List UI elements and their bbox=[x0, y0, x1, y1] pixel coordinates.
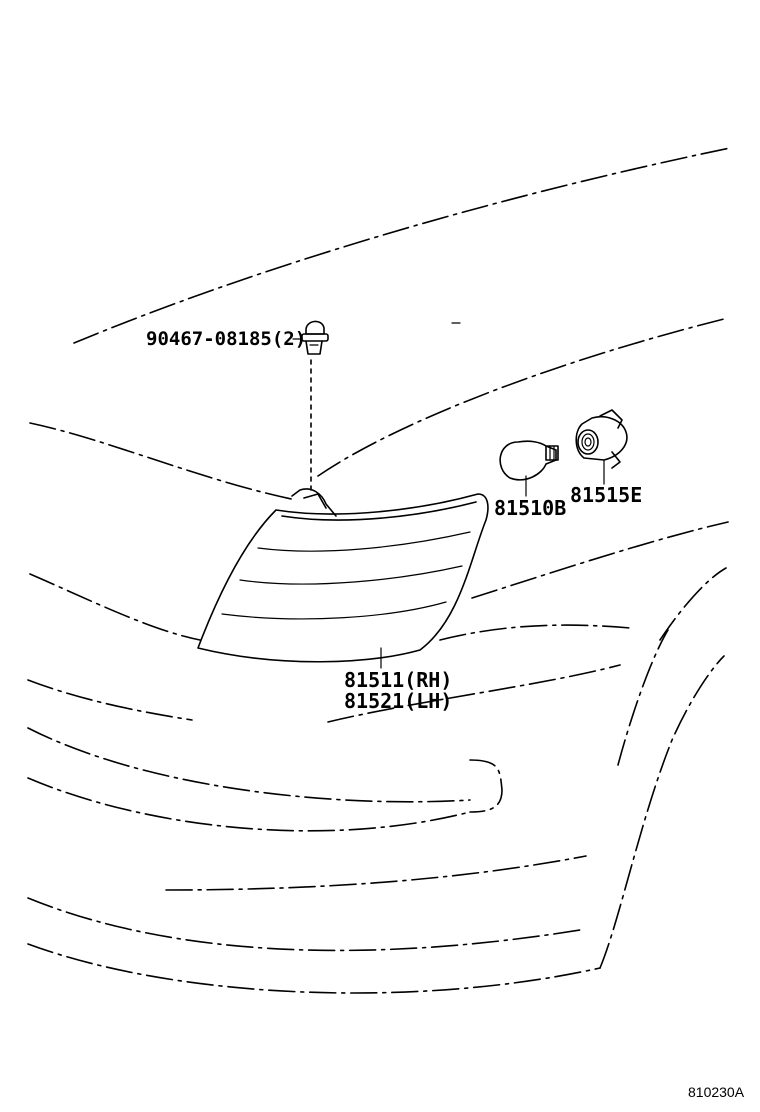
vehicle-body-outline bbox=[27, 147, 731, 994]
clip-part-number: 90467-08185(2) bbox=[146, 328, 306, 350]
diagram-reference-code: 810230A bbox=[688, 1084, 745, 1100]
bulb-icon bbox=[499, 440, 559, 497]
bulb-part-number: 81510B bbox=[494, 496, 566, 520]
lamp-rh-part-number: 81511(RH) bbox=[344, 668, 452, 692]
socket-part-number: 81515E bbox=[570, 483, 642, 507]
lamp-lh-part-number: 81521(LH) bbox=[344, 689, 452, 713]
socket-icon bbox=[575, 409, 628, 485]
corner-lamp-assembly-icon bbox=[197, 488, 489, 663]
clip-fastener-icon bbox=[301, 320, 329, 491]
